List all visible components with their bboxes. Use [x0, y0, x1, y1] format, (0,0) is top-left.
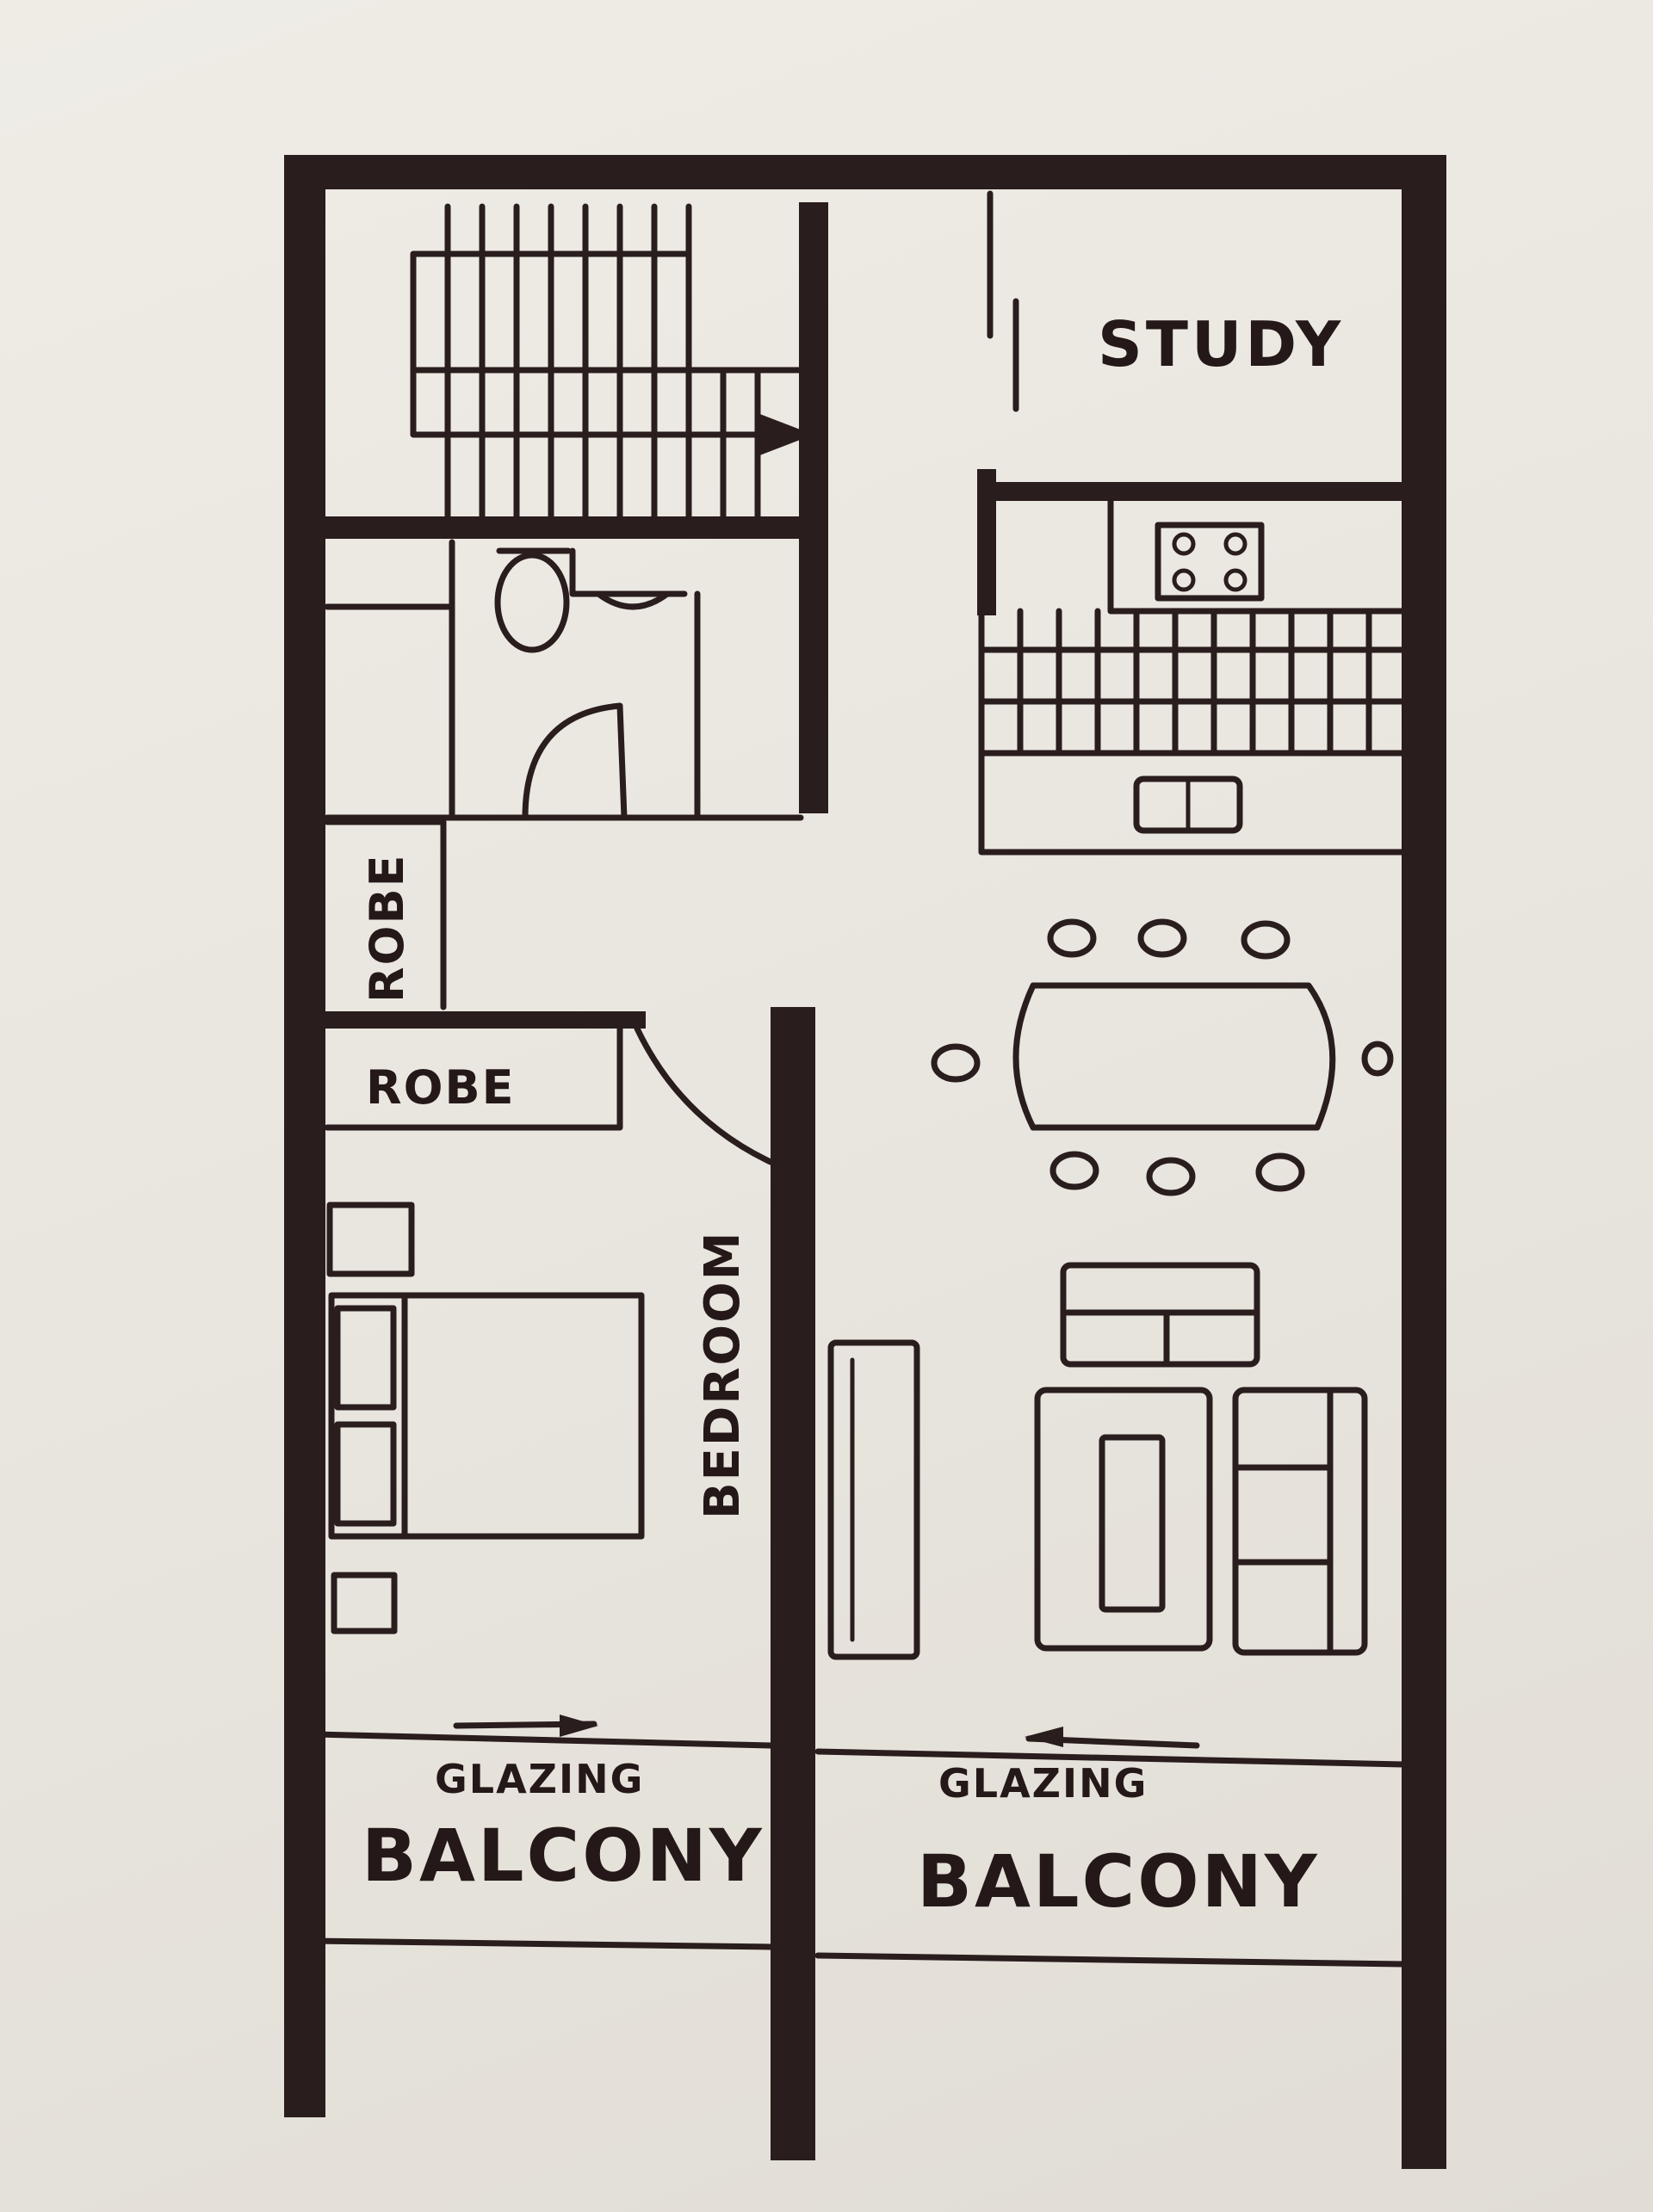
chair-top-3 [1241, 920, 1291, 960]
burner-2 [1223, 532, 1247, 556]
kitchen-top-wall [977, 482, 1408, 501]
dining-table [1012, 982, 1336, 1131]
dining-area [931, 918, 1394, 1196]
kitchen [978, 496, 1411, 856]
sofa-right-cushions [1232, 1387, 1334, 1656]
bed-frame [328, 1292, 645, 1540]
burner-1 [1172, 532, 1196, 556]
bedside-table-top [326, 1202, 415, 1277]
basin [595, 590, 671, 610]
glazing-left-label: GLAZING [435, 1756, 644, 1802]
study-label: STUDY [1098, 308, 1344, 380]
chair-right [1361, 1041, 1394, 1077]
slider-arrow-right-head [1025, 1727, 1063, 1747]
robe-upper-outline [324, 819, 447, 1010]
study-partition [987, 190, 1019, 412]
balcony-right-label: BALCONY [917, 1839, 1320, 1924]
coffee-table [1099, 1434, 1166, 1613]
chair-bottom-2 [1146, 1157, 1196, 1196]
bathroom-door-arc [522, 702, 628, 821]
kitchen-bench-top [1107, 496, 1411, 615]
island-grid [978, 608, 1411, 757]
stair-treads [444, 203, 761, 520]
bathroom [324, 539, 804, 821]
bedroom-label: BEDROOM [695, 1231, 751, 1519]
living-area [827, 1262, 1368, 1660]
balcony-edge-right [814, 1952, 1407, 1968]
glazing-line-right [814, 1748, 1407, 1768]
chair-top-1 [1047, 918, 1097, 958]
glazing-right-label: GLAZING [938, 1760, 1148, 1807]
left-wall [284, 155, 325, 2117]
glazing-line-left [311, 1731, 774, 1749]
toilet-bowl [494, 552, 570, 653]
balcony-left-label: BALCONY [362, 1813, 765, 1898]
balcony-edge-left [311, 1937, 774, 1950]
bedroom-furniture [326, 1202, 645, 1634]
kitchen-lower-bench [978, 750, 1411, 856]
robe-upper-label: ROBE [360, 853, 414, 1003]
glazing-and-balconies [311, 1715, 1407, 1968]
center-wall-lower [771, 1007, 815, 2160]
robes [324, 819, 774, 1165]
bedroom-door-arc [634, 1025, 774, 1165]
cooktop [1155, 522, 1265, 602]
tv-unit [827, 1339, 920, 1660]
study-door-jamb [987, 190, 1019, 412]
armchair-divider [1064, 1309, 1260, 1368]
bedside-table-bottom [331, 1572, 398, 1634]
bathroom-walls [324, 539, 804, 821]
stair-right-wall [799, 202, 828, 813]
chair-top-2 [1137, 918, 1187, 958]
slider-arrow-left-head [560, 1715, 598, 1737]
staircase [410, 203, 826, 520]
chair-bottom-1 [1049, 1151, 1099, 1190]
sofa-right [1232, 1387, 1368, 1656]
burner-3 [1172, 568, 1196, 592]
chair-bottom-3 [1255, 1152, 1305, 1192]
robe-lower-outline [324, 1025, 623, 1131]
kitchen-left-wall [977, 469, 996, 615]
right-wall [1402, 155, 1446, 2169]
top-wall [284, 155, 1446, 189]
stair-bottom-wall [325, 516, 828, 539]
sofa-left [1034, 1387, 1213, 1652]
stair-arrow-head [758, 413, 814, 456]
robe-lower-label: ROBE [366, 1060, 516, 1115]
structural-walls [284, 155, 1446, 2169]
chair-left [931, 1043, 981, 1083]
burner-4 [1223, 568, 1247, 592]
robe-top-wall [325, 1011, 646, 1029]
bathroom-vanity [569, 547, 688, 597]
pillow-top [334, 1305, 397, 1411]
pillow-bottom [334, 1421, 397, 1527]
